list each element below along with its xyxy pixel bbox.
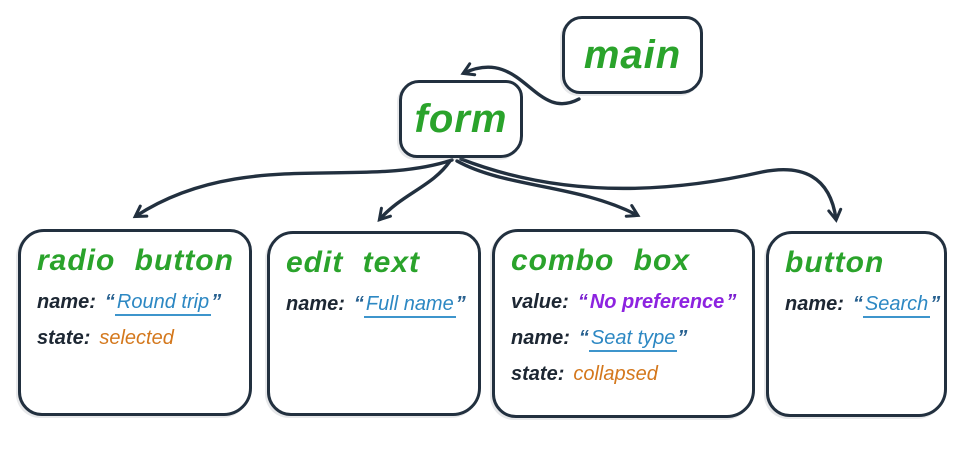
close-quote: ” <box>930 293 941 315</box>
node-button: button name: “Search” <box>766 231 947 417</box>
prop-state: state: selected <box>37 327 231 350</box>
prop-value: Search <box>862 293 931 318</box>
open-quote: “ <box>577 291 588 313</box>
prop-value: value: “No preference” <box>511 291 737 314</box>
prop-key: state: <box>37 327 91 349</box>
prop-key: name: <box>286 293 345 315</box>
prop-value: collapsed <box>573 363 658 385</box>
prop-value: selected <box>99 327 174 349</box>
node-form-label: form <box>414 96 508 141</box>
node-main-label: main <box>583 32 682 77</box>
close-quote: ” <box>211 291 222 313</box>
node-title: radio button <box>37 244 234 277</box>
edge-form-edit-text <box>377 159 452 222</box>
node-form: form <box>399 80 523 158</box>
prop-key: name: <box>785 293 844 315</box>
prop-value: No preference <box>589 291 725 313</box>
edge-form-button <box>459 157 843 223</box>
prop-key: name: <box>37 291 96 313</box>
node-edit-text: edit text name: “Full name” <box>267 231 481 416</box>
prop-key: name: <box>511 327 570 349</box>
prop-name: name: “Full name” <box>286 293 466 318</box>
node-title: combo box <box>511 244 691 277</box>
prop-value: Seat type <box>588 327 678 352</box>
open-quote: “ <box>104 291 115 313</box>
node-title: button <box>785 246 885 279</box>
open-quote: “ <box>578 327 589 349</box>
prop-name: name: “Search” <box>785 293 940 318</box>
prop-value: Full name <box>363 293 456 318</box>
prop-name: name: “Round trip” <box>37 291 231 316</box>
edge-form-combo-box <box>455 159 641 218</box>
open-quote: “ <box>852 293 863 315</box>
prop-value: Round trip <box>114 291 212 316</box>
prop-name: name: “Seat type” <box>511 327 734 352</box>
node-combo-box: combo box value:“No preference” name:“Se… <box>492 229 755 418</box>
prop-state: state: collapsed <box>511 363 734 386</box>
prop-key: value: <box>511 291 569 313</box>
close-quote: ” <box>726 291 737 313</box>
open-quote: “ <box>353 293 364 315</box>
prop-key: state: <box>511 363 565 385</box>
node-main: main <box>562 16 703 94</box>
edge-form-radio-button <box>132 158 454 219</box>
close-quote: ” <box>455 293 466 315</box>
node-title: edit text <box>286 246 421 279</box>
close-quote: ” <box>677 327 688 349</box>
node-radio-button: radio button name: “Round trip” state: sel… <box>18 229 252 416</box>
